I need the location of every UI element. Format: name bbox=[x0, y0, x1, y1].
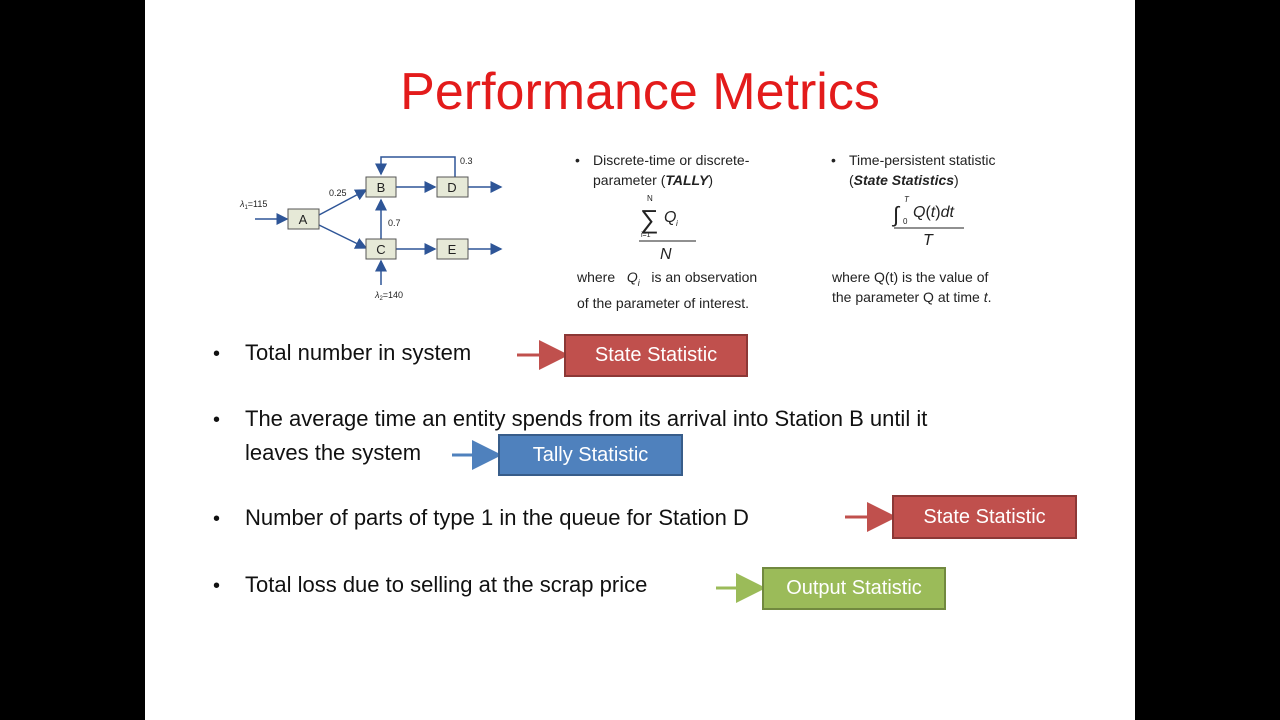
node-b-label: B bbox=[377, 180, 386, 195]
state-where: where Q(t) is the value of the parameter… bbox=[832, 269, 992, 305]
svg-text:T: T bbox=[923, 232, 934, 249]
state-definition: • Time-persistent statistic (State Stati… bbox=[831, 150, 996, 190]
svg-text:N: N bbox=[660, 246, 672, 263]
output-statistic-label: Output Statistic bbox=[762, 567, 946, 610]
prob-ab-label: 0.25 bbox=[329, 188, 347, 198]
bullet-icon: • bbox=[213, 343, 221, 365]
node-a-label: A bbox=[299, 212, 308, 227]
tally-definition: • Discrete-time or discrete- parameter (… bbox=[575, 150, 749, 190]
state-line1: Time-persistent statistic bbox=[849, 152, 996, 168]
state-line2: (State Statistics) bbox=[849, 172, 959, 188]
bullet-icon: • bbox=[213, 508, 221, 530]
state-statistic-label: State Statistic bbox=[892, 495, 1077, 539]
label-arrows bbox=[452, 340, 897, 603]
node-d bbox=[436, 176, 469, 198]
node-e-label: E bbox=[448, 242, 457, 257]
state-statistic-label: State Statistic bbox=[564, 334, 748, 377]
tally-formula: N ∑ i=1 Q i N bbox=[639, 195, 696, 263]
node-b bbox=[365, 176, 397, 198]
node-a bbox=[287, 208, 320, 230]
node-c-label: C bbox=[376, 242, 385, 257]
bullet-icon: • bbox=[213, 575, 221, 597]
prob-cb-label: 0.7 bbox=[388, 218, 401, 228]
list-item: • Total loss due to selling at the scrap… bbox=[213, 572, 648, 597]
lambda1-label: λ1=115 bbox=[239, 199, 267, 211]
svg-text:∫: ∫ bbox=[891, 202, 901, 227]
tally-where: where Qi is an observation of the parame… bbox=[577, 269, 758, 311]
bullet-icon: • bbox=[575, 152, 580, 168]
network-diagram: A B C D E λ1=115 λ2=140 0.25 0.7 0.3 bbox=[239, 156, 503, 302]
node-e bbox=[436, 238, 469, 260]
svg-text:Q(t)dt: Q(t)dt bbox=[913, 204, 954, 221]
lambda2-label: λ2=140 bbox=[374, 290, 403, 302]
svg-text:0: 0 bbox=[903, 217, 908, 226]
bullet-icon: • bbox=[213, 409, 221, 431]
svg-text:i: i bbox=[676, 219, 678, 228]
list-item: • The average time an entity spends from… bbox=[213, 406, 928, 431]
list-item: • Total number in system bbox=[213, 340, 472, 365]
page-title: Performance Metrics bbox=[400, 63, 880, 121]
node-d-label: D bbox=[447, 180, 456, 195]
diagram-arrows bbox=[255, 156, 503, 285]
list-item-continuation: leaves the system bbox=[245, 440, 422, 465]
prob-db-label: 0.3 bbox=[460, 156, 473, 166]
bullet-icon: • bbox=[831, 152, 836, 168]
tally-statistic-label: Tally Statistic bbox=[498, 434, 683, 476]
list-item: • Number of parts of type 1 in the queue… bbox=[213, 505, 749, 530]
tally-line1: Discrete-time or discrete- bbox=[593, 152, 750, 168]
svg-text:T: T bbox=[904, 195, 910, 204]
svg-text:∑: ∑ bbox=[640, 204, 659, 234]
svg-text:i=1: i=1 bbox=[641, 232, 651, 239]
state-formula: T ∫ 0 Q(t)dt T bbox=[891, 195, 964, 249]
slide: Performance Metrics A bbox=[145, 0, 1135, 720]
node-c bbox=[365, 238, 397, 260]
svg-text:Q: Q bbox=[664, 209, 676, 226]
svg-text:N: N bbox=[647, 195, 653, 203]
tally-line2: parameter (TALLY) bbox=[593, 172, 714, 188]
